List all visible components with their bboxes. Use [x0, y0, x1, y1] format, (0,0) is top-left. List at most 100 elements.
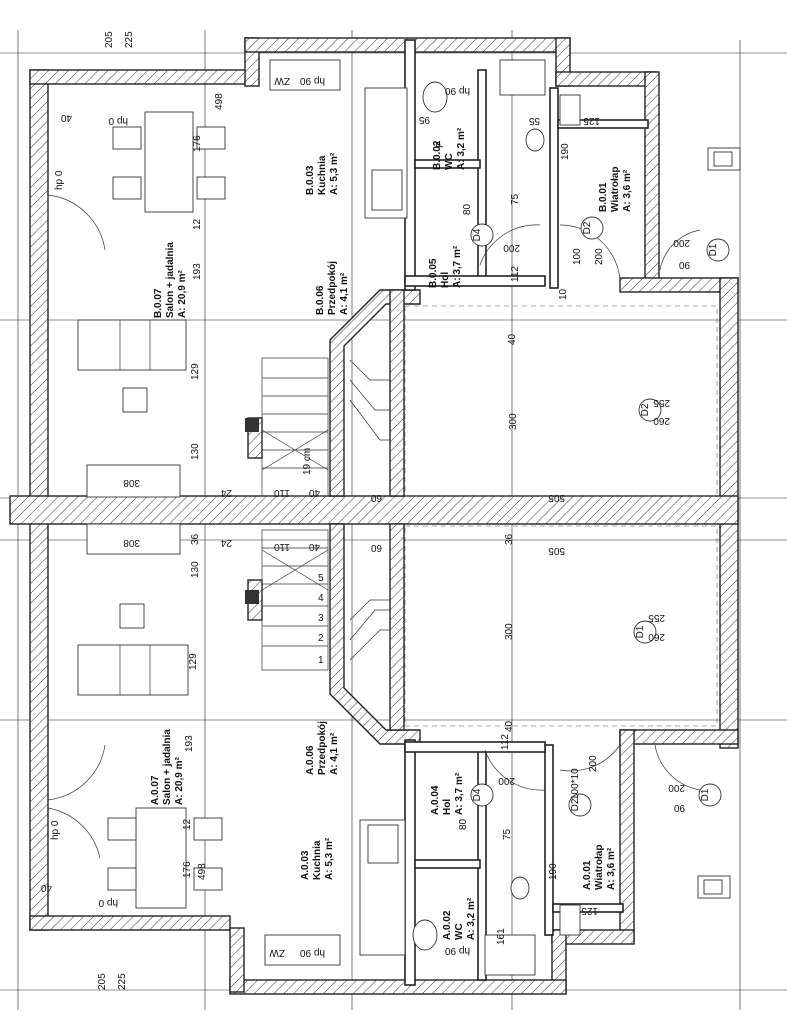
- room-area: A: 3,2 m²: [456, 127, 467, 170]
- chimney-blocks: [245, 147, 741, 899]
- dim-505-upper: 505: [548, 492, 565, 503]
- dim-110-lower: 110: [274, 541, 290, 552]
- dim-200-hol-upper: 200: [503, 242, 520, 253]
- dim-110-upper: 110: [274, 487, 290, 498]
- room-area: A: 3,6 m²: [606, 847, 617, 890]
- stair-number-3: 3: [318, 613, 324, 624]
- dim-40-corner-upper: 40: [60, 112, 72, 123]
- dim-95-upper: 95: [418, 114, 430, 125]
- dim-255-lower: 255: [648, 612, 665, 623]
- dim-200-wiatrolap-lower: 200: [588, 755, 599, 772]
- room-code: B.0.03: [305, 165, 316, 195]
- room-code: A.0.06: [305, 745, 316, 775]
- room-area: A: 3,7 m²: [454, 772, 465, 815]
- zw-label-lower: ZW: [269, 947, 285, 958]
- room-code: B.0.06: [315, 285, 326, 315]
- dim-80-lower: 80: [458, 818, 469, 830]
- dim-40-stair-lower: 40: [308, 541, 320, 552]
- room-area: A: 3,6 m²: [622, 169, 633, 212]
- furniture-salon-lower: [77, 523, 223, 909]
- door-tag-d4-lower: D4: [470, 783, 494, 807]
- staircase-lower: [261, 529, 390, 671]
- dim-12-lower: 12: [182, 818, 193, 830]
- dim-100-upper: 100: [572, 248, 583, 265]
- dim-112-lower: 112: [500, 734, 511, 750]
- dim-193-upper: 193: [192, 263, 203, 280]
- dim-498-lower: 498: [197, 863, 208, 880]
- room-name: WC: [444, 153, 455, 170]
- room-area: A: 3,2 m²: [466, 897, 477, 940]
- dim-40-hol-upper: 40: [507, 333, 518, 345]
- svg-text:D4: D4: [472, 228, 483, 241]
- door-tag-d4-upper: D4: [470, 223, 494, 247]
- staircase-upper: [261, 357, 390, 497]
- dim-130-lower: 130: [190, 561, 201, 578]
- dim-60-upper: 60: [370, 492, 382, 503]
- dim-255-upper: 255: [653, 397, 670, 408]
- dim-112-upper: 112: [510, 266, 521, 282]
- door-tag-d1-lower: D1: [698, 783, 722, 807]
- svg-text:D1: D1: [635, 625, 646, 638]
- room-name: Kuchnia: [312, 840, 323, 880]
- bathroom-fixtures: [412, 59, 581, 976]
- dim-200-upper-door: 200: [673, 237, 690, 248]
- dim-200-wiatrolap-upper: 200: [594, 248, 605, 265]
- dim-129-upper: 129: [190, 363, 201, 380]
- svg-text:D2: D2: [570, 798, 581, 811]
- room-code: B.0.01: [598, 182, 609, 212]
- room-name: Kuchnia: [317, 155, 328, 195]
- room-label-b-kuchnia: B.0.03 Kuchnia A: 5,3 m²: [305, 152, 340, 195]
- dim-90-upper-door: 90: [678, 259, 690, 270]
- door-tag-d1-upper: D1: [706, 238, 730, 262]
- dim-130-upper: 130: [190, 443, 201, 460]
- door-tags: D1 D2 D2 D4 D1 D1 D2 D4: [470, 216, 730, 817]
- room-label-b-wiatrolap: B.0.01 Wiatrołap A: 3,6 m²: [598, 167, 633, 212]
- dim-24-upper: 24: [220, 487, 232, 498]
- kitchen-counters: [264, 59, 408, 966]
- room-name: Przedpokój: [317, 721, 328, 775]
- dimension-labels: 205 225 205 225 498 498 176 176 12 12 19…: [40, 31, 690, 990]
- stair-number-2: 2: [318, 633, 324, 644]
- dim-125-lower: 125: [581, 905, 598, 916]
- room-name: WC: [454, 923, 465, 940]
- stair-step-numbers: 1 2 3 4 5 19 cm: [302, 448, 324, 666]
- dim-40-stair-upper: 40: [308, 487, 320, 498]
- door-tag-d2-upper: D2: [580, 216, 604, 240]
- dim-225-top: 225: [124, 31, 135, 48]
- dim-24-lower: 24: [220, 537, 232, 548]
- dim-205-top: 205: [104, 31, 115, 48]
- dim-308-lower: 308: [123, 537, 140, 548]
- stair-number-5: 5: [318, 573, 324, 584]
- door-tag-d2-upper-gate: D2: [638, 398, 662, 422]
- dim-36-right: 36: [504, 533, 515, 545]
- dim-90-lower-door: 90: [673, 802, 685, 813]
- room-area: A: 4,1 m²: [329, 732, 340, 775]
- room-code: A.0.03: [300, 850, 311, 880]
- room-code: A.0.01: [582, 860, 593, 890]
- hp90-label-lower: hp 90: [300, 947, 325, 958]
- dim-505-lower: 505: [548, 545, 565, 556]
- hp0-label-lower: hp 0: [50, 820, 61, 840]
- room-code: B.0.05: [428, 258, 439, 288]
- dim-10-upper: 10: [558, 288, 569, 300]
- room-area: A: 20,9 m²: [177, 270, 188, 318]
- dim-55-upper: 55: [528, 115, 540, 126]
- dim-161-lower: 161: [496, 928, 507, 945]
- room-name: Hol: [442, 799, 453, 815]
- room-name: Wiatrołap: [610, 167, 621, 212]
- room-label-b-hol: B.0.05 Hol A: 3,7 m²: [428, 245, 463, 288]
- room-label-a-wc: A.0.02 WC A: 3,2 m²: [442, 897, 477, 940]
- room-label-a-przedpokoj: A.0.06 Przedpokój A: 4,1 m²: [305, 721, 340, 775]
- zw-label-upper: ZW: [274, 75, 290, 86]
- dim-100x10-lower: 100*10: [570, 768, 581, 800]
- room-code: A.0.07: [150, 775, 161, 805]
- hp90-label-wc-upper: hp 90: [445, 85, 470, 96]
- room-name: Salon + jadalnia: [162, 729, 173, 805]
- stair-number-4: 4: [318, 593, 324, 604]
- stair-core-walls: [329, 289, 421, 745]
- dim-12-upper: 12: [192, 218, 203, 230]
- room-code: A.0.04: [430, 785, 441, 815]
- dim-193-lower: 193: [184, 735, 195, 752]
- room-name: Wiatrołap: [594, 845, 605, 890]
- room-area: A: 3,7 m²: [452, 245, 463, 288]
